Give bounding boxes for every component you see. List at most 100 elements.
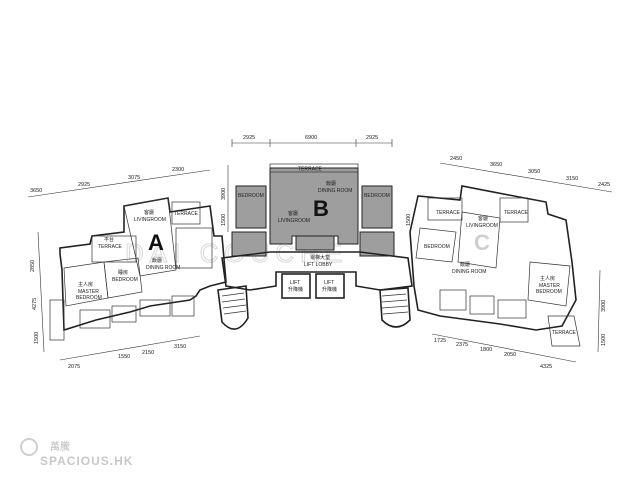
- master-bedroom-c: [527, 261, 571, 307]
- living-room-a: [123, 197, 177, 277]
- terrace-c-left: [427, 197, 463, 221]
- dining-a-cn: 飯廳: [152, 257, 162, 264]
- utility-a: [171, 295, 195, 317]
- bedroom-b-right: [361, 185, 393, 229]
- flat-a-label: A: [148, 230, 164, 255]
- terrace-a: [91, 235, 137, 263]
- dining-c-cn: 飯廳: [460, 261, 470, 268]
- terrace-a-small: [171, 201, 201, 225]
- dining-b-cn: 飯廳: [326, 180, 336, 187]
- balcony-a: [49, 299, 65, 341]
- dim-top-3: 2925: [366, 135, 378, 141]
- top-dimension-line: 2925 6900 2925: [231, 135, 393, 147]
- dim-left-side-2: 4275: [32, 298, 38, 310]
- master-c-cn: 主人房: [540, 275, 555, 282]
- dim-b-side-1: 3900: [221, 188, 227, 200]
- terrace-c-right: [499, 197, 529, 223]
- brand-logo: 萬騰 SPACIOUS.HK: [20, 436, 150, 470]
- bathroom-c-2: [497, 299, 527, 319]
- flat-a: 平台 TERRACE 客廳 LIVINGROOM 飯廳 DINING ROOM …: [49, 197, 227, 341]
- b-side-dimension-line: 3900 1500 1500: [221, 165, 412, 232]
- stair-a: [217, 285, 249, 330]
- living-dining-b: [269, 167, 359, 245]
- dim-right-top-3: 3050: [528, 169, 540, 175]
- lift-1-label: LIFT: [290, 280, 300, 286]
- bedroom-b-left: [235, 185, 267, 229]
- dining-a-en: DINING ROOM: [146, 265, 180, 271]
- dim-right-bottom-4: 2050: [504, 352, 516, 358]
- dim-b-side-2: 1500: [221, 214, 227, 226]
- lift-lobby-cn: 電梯大堂: [310, 254, 330, 261]
- dim-right-top-1: 2450: [450, 156, 462, 162]
- lift-lobby-en: LIFT LOBBY: [304, 262, 333, 268]
- dim-left-bottom-3: 2150: [142, 350, 154, 356]
- dim-left-bottom-2: 1550: [118, 354, 130, 360]
- brand-icon: [20, 438, 38, 456]
- left-bottom-dimension-line: 2075 1550 2150 3150: [59, 335, 201, 370]
- left-top-dimension-line: 3650 2925 3075 2300: [27, 167, 211, 198]
- flat-c-label: C: [474, 230, 490, 255]
- flat-b: TERRACE 飯廳 DINING ROOM 客廳 LIVINGROOM BED…: [231, 163, 395, 257]
- dining-c-en: DINING ROOM: [452, 269, 486, 275]
- bedroom-c-label: BEDROOM: [424, 244, 450, 250]
- terrace-b-label: TERRACE: [298, 167, 323, 173]
- lift-lobby: 電梯大堂 LIFT LOBBY LIFT 升降機 LIFT 升降機: [221, 251, 413, 299]
- stair-c: [379, 287, 411, 328]
- lift-2-cn: 升降機: [322, 286, 337, 293]
- kitchen-a: [139, 299, 171, 317]
- living-room-c: [457, 211, 501, 269]
- living-a-en: LIVINGROOM: [134, 217, 166, 223]
- flat-b-label: B: [313, 196, 329, 221]
- master-c-en1: MASTER: [539, 283, 560, 289]
- bedroom-a-en: BEDROOM: [112, 277, 138, 283]
- lift-1-cn: 升降機: [288, 286, 303, 293]
- brand-english: SPACIOUS.HK: [40, 454, 134, 468]
- terrace-b: [269, 163, 359, 173]
- right-side-dimension-line: 3900 1500: [597, 269, 607, 353]
- terrace-c-left-label: TERRACE: [436, 210, 461, 216]
- bathroom-c-1: [469, 295, 495, 315]
- dim-left-bottom-1: 2075: [68, 364, 80, 370]
- master-a-cn: 主人房: [78, 281, 93, 288]
- dim-right-bottom-5: 4325: [540, 364, 552, 370]
- bathroom-a-2: [111, 305, 137, 323]
- master-bedroom-a: [63, 261, 109, 307]
- dim-right-top-2: 3650: [490, 162, 502, 168]
- bedroom-c: [415, 227, 457, 263]
- dim-left-top-1: 3650: [30, 188, 42, 194]
- right-bottom-dimension-line: 1725 2375 1800 2050 4325: [431, 333, 577, 370]
- living-c-en: LIVINGROOM: [466, 223, 498, 229]
- dim-right-bottom-1: 1725: [434, 338, 446, 344]
- kitchen-c: [439, 289, 467, 311]
- flat-c: TERRACE TERRACE 客廳 LIVINGROOM 飯廳 DINING …: [409, 185, 581, 347]
- bedroom-b-right-label: BEDROOM: [364, 193, 390, 199]
- kitchen-b: [295, 235, 335, 251]
- room-a-right: [175, 227, 213, 269]
- dining-b-en: DINING ROOM: [318, 188, 352, 194]
- dim-left-side-1: 2850: [30, 260, 36, 272]
- lift-1: [281, 273, 311, 299]
- bedroom-b-left-label: BEDROOM: [238, 193, 264, 199]
- dim-left-bottom-4: 3150: [174, 344, 186, 350]
- dim-right-top-4: 3150: [566, 176, 578, 182]
- living-b-cn: 客廳: [288, 210, 298, 217]
- living-b-en: LIVINGROOM: [278, 218, 310, 224]
- living-a-cn: 客廳: [144, 209, 154, 216]
- master-c-en2: BEDROOM: [536, 289, 562, 295]
- bathroom-a-1: [79, 309, 111, 329]
- brand-chinese: 萬騰: [50, 442, 70, 453]
- master-a-en1: MASTER: [78, 289, 99, 295]
- lift-2-label: LIFT: [324, 280, 334, 286]
- terrace-c-right-label: TERRACE: [504, 210, 529, 216]
- lift-2: [315, 273, 345, 299]
- terrace-a-cn: 平台: [104, 236, 114, 243]
- right-top-dimension-line: 2450 3650 3050 3150 2425: [439, 156, 613, 193]
- left-side-dimension-line: 2850 4275 1500: [30, 231, 45, 353]
- dim-right-top-5: 2425: [598, 182, 610, 188]
- bathroom-b-left: [231, 231, 267, 257]
- living-c-cn: 客廳: [478, 215, 488, 222]
- dim-right-bottom-3: 1800: [480, 347, 492, 353]
- dim-left-top-3: 3075: [128, 175, 140, 181]
- dim-top-1: 2925: [243, 135, 255, 141]
